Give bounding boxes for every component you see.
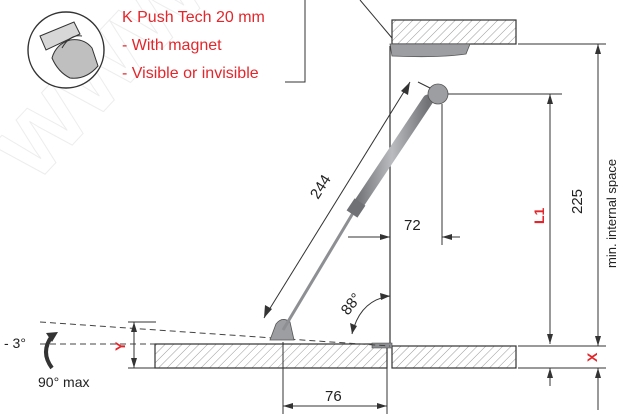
x-label: X <box>584 352 600 362</box>
l1-label: L1 <box>531 207 547 224</box>
height-225-label: 225 <box>569 189 586 214</box>
tilt-reference <box>39 321 391 347</box>
strut-top-pivot <box>427 83 449 105</box>
angle-open-label: 88° <box>338 290 365 318</box>
strut-length-label: 244 <box>307 172 335 202</box>
dim-x <box>518 330 606 410</box>
push-latch <box>389 43 471 58</box>
push-hand-icon <box>27 11 105 89</box>
dim-angle-open <box>350 293 391 335</box>
gas-strut <box>269 83 449 341</box>
max-angle-label: 90° max <box>38 374 90 390</box>
dim-offset-top <box>348 104 460 245</box>
callout-leader-tip <box>359 0 393 39</box>
strut-base-bracket <box>269 319 295 341</box>
dim-internal-space <box>518 43 606 347</box>
dim-y <box>128 321 156 369</box>
callout-line-2: - Visible or invisible <box>122 65 259 82</box>
dim-tilt <box>44 332 58 370</box>
callout-title: K Push Tech 20 mm <box>122 9 265 26</box>
dim-l1 <box>448 93 562 344</box>
dim-base <box>282 342 388 414</box>
callout-leader <box>285 0 306 83</box>
callout-line-1: - With magnet <box>122 37 222 54</box>
dim-strut-length <box>263 81 431 319</box>
y-label: Y <box>112 341 128 351</box>
offset-top-label: 72 <box>404 217 421 234</box>
internal-space-label: min. internal space <box>604 159 618 268</box>
callout: K Push Tech 20 mm - With magnet - Visibl… <box>122 0 393 83</box>
bottom-panel <box>154 342 517 369</box>
tilt-label: - 3° <box>4 335 26 351</box>
base-76-label: 76 <box>325 388 342 405</box>
flap-panel <box>154 343 388 369</box>
top-panel <box>389 19 517 58</box>
shelf-panel <box>391 345 517 369</box>
